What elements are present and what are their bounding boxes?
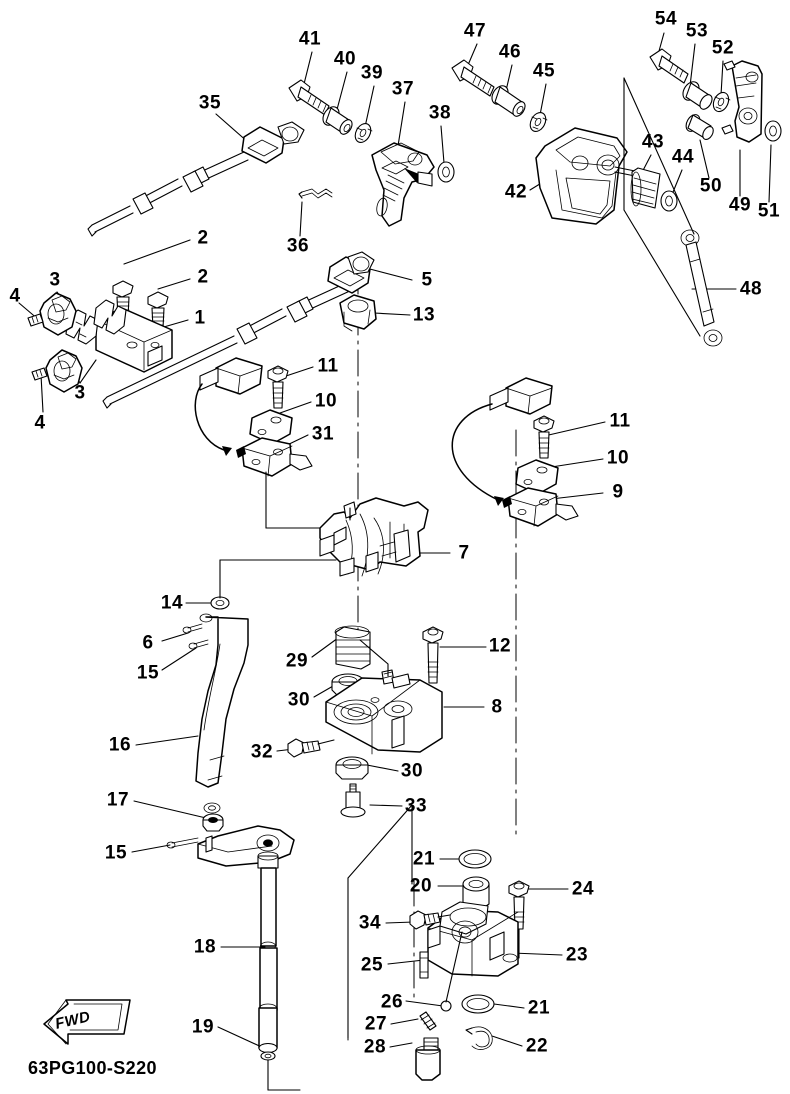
callout-number-22: 22 — [525, 1035, 549, 1057]
callout-number-15b: 15 — [104, 842, 128, 864]
callout-number-30b: 30 — [400, 760, 424, 782]
callout-number-40: 40 — [333, 48, 357, 70]
callout-number-13: 13 — [412, 304, 436, 326]
callout-number-34: 34 — [358, 912, 382, 934]
callout-number-7: 7 — [458, 542, 470, 564]
callout-number-50: 50 — [699, 175, 723, 197]
callout-number-21a: 21 — [412, 848, 436, 870]
callout-number-3a: 3 — [49, 269, 61, 291]
figure-code-label: 63PG100-S220 — [28, 1058, 157, 1078]
callout-number-10b: 10 — [606, 447, 630, 469]
callout-number-12: 12 — [488, 635, 512, 657]
callout-number-30a: 30 — [287, 689, 311, 711]
callout-number-49: 49 — [728, 194, 752, 216]
callout-number-26: 26 — [380, 991, 404, 1013]
callout-number-2b: 2 — [197, 266, 209, 288]
callout-number-53: 53 — [685, 20, 709, 42]
callout-number-51: 51 — [757, 200, 781, 222]
callout-number-39: 39 — [360, 62, 384, 84]
callout-number-6: 6 — [142, 632, 154, 654]
callout-number-24: 24 — [571, 878, 595, 900]
callout-number-11a: 11 — [317, 355, 339, 377]
callout-number-52: 52 — [711, 37, 735, 59]
callout-number-8: 8 — [491, 696, 503, 718]
callout-number-44: 44 — [671, 146, 695, 168]
callout-number-3b: 3 — [74, 382, 86, 404]
callout-number-18: 18 — [193, 936, 217, 958]
callout-number-38: 38 — [428, 102, 452, 124]
callout-number-11b: 11 — [609, 410, 631, 432]
callout-number-23: 23 — [565, 944, 589, 966]
callout-number-28: 28 — [363, 1036, 387, 1058]
callout-number-20: 20 — [409, 875, 433, 897]
callout-number-36: 36 — [286, 235, 310, 257]
callout-number-14: 14 — [160, 592, 184, 614]
callout-number-19: 19 — [191, 1016, 215, 1038]
callout-number-29: 29 — [285, 650, 309, 672]
callout-number-16: 16 — [108, 734, 132, 756]
callout-number-48: 48 — [739, 278, 763, 300]
callout-number-46: 46 — [498, 41, 522, 63]
callout-number-1: 1 — [194, 307, 206, 329]
callout-number-45: 45 — [532, 60, 556, 82]
callout-number-41: 41 — [298, 28, 322, 50]
callout-number-31: 31 — [311, 423, 335, 445]
callout-number-42: 42 — [504, 181, 528, 203]
callout-number-9: 9 — [612, 481, 624, 503]
callout-number-5: 5 — [421, 269, 433, 291]
callout-number-10a: 10 — [314, 390, 338, 412]
callout-number-4a: 4 — [9, 285, 21, 307]
callout-number-17: 17 — [106, 789, 130, 811]
callout-number-33: 33 — [404, 795, 428, 817]
callout-number-21b: 21 — [527, 997, 551, 1019]
callout-number-54: 54 — [654, 8, 678, 30]
callout-number-37: 37 — [391, 78, 415, 100]
callout-number-32: 32 — [250, 741, 274, 763]
callout-number-2a: 2 — [197, 227, 209, 249]
callout-number-4b: 4 — [34, 412, 46, 434]
callout-number-43: 43 — [641, 131, 665, 153]
callout-number-15a: 15 — [136, 662, 160, 684]
callout-number-27: 27 — [364, 1013, 388, 1035]
callout-number-47: 47 — [463, 20, 487, 42]
callout-number-35: 35 — [198, 92, 222, 114]
callout-number-25: 25 — [360, 954, 384, 976]
